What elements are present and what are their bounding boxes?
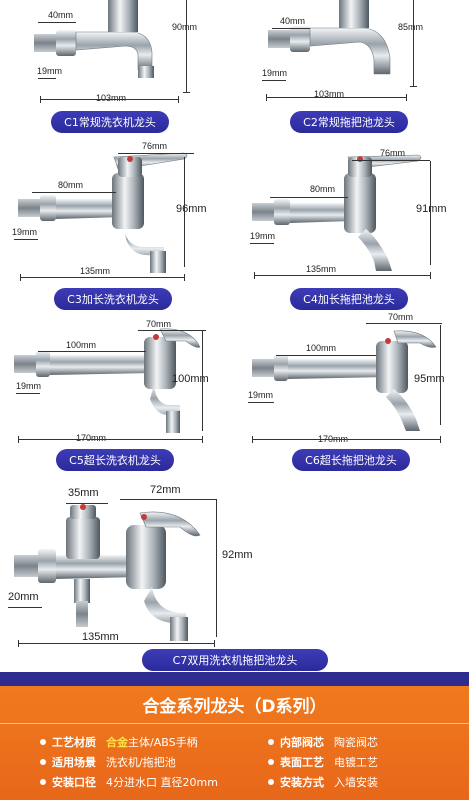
bullet-dot-icon xyxy=(268,759,274,765)
dim-c5-handle: 70mm xyxy=(146,319,172,329)
spec-row-material: 工艺材质合金主体/ABS手柄 xyxy=(40,734,198,750)
dim-c3-handle: 76mm xyxy=(142,141,168,151)
dim-c6-outlet: 19mm xyxy=(248,390,274,400)
faucet-c6-image xyxy=(252,330,437,431)
spec-highlight: 合金 xyxy=(106,736,128,749)
dim-c4-height: 91mm xyxy=(416,203,447,215)
faucet-c4-image xyxy=(252,154,422,271)
spec-panel: 合金系列龙头（D系列） 工艺材质合金主体/ABS手柄 内部阀芯陶瓷阀芯 适用场景… xyxy=(0,686,469,800)
dim-c2-outlet: 19mm xyxy=(262,68,288,78)
spec-key: 工艺材质 xyxy=(52,736,96,749)
product-c1-label: C1常规洗衣机龙头 xyxy=(51,111,169,133)
dim-c6-handle: 70mm xyxy=(388,312,414,322)
dim-c6-height: 95mm xyxy=(414,373,445,385)
dim-c3-height: 96mm xyxy=(176,203,207,215)
dim-c3-length: 135mm xyxy=(80,266,111,276)
spec-value: 电镀工艺 xyxy=(334,756,378,769)
bullet-dot-icon xyxy=(40,739,46,745)
dim-c1-height: 90mm xyxy=(172,22,198,32)
spec-row-finish: 表面工艺电镀工艺 xyxy=(268,754,378,770)
dim-c4-outlet: 19mm xyxy=(250,231,276,241)
dim-c6-body: 100mm xyxy=(306,343,337,353)
dim-c7-height: 92mm xyxy=(222,549,253,561)
faucet-c1-image xyxy=(34,0,154,78)
product-c2-label: C2常规拖把池龙头 xyxy=(290,111,408,133)
product-c7: 35mm 72mm 92mm 20mm 135mm C7双用洗衣机拖把池龙头 xyxy=(0,475,469,672)
faucet-c3-image xyxy=(18,152,188,273)
section-divider xyxy=(0,672,469,686)
dim-c7-length: 135mm xyxy=(82,631,119,643)
product-c2: 40mm 85mm 19mm 103mm C2常规拖把池龙头 xyxy=(234,0,469,135)
dim-c4-handle: 76mm xyxy=(380,148,406,158)
bullet-dot-icon xyxy=(40,779,46,785)
dim-c5-body: 100mm xyxy=(66,340,97,350)
dim-c5-height: 100mm xyxy=(172,373,209,385)
faucet-c7-image xyxy=(14,504,201,641)
spec-value: 陶瓷阀芯 xyxy=(334,736,378,749)
spec-value: 4分进水口 直径20mm xyxy=(106,776,218,789)
dim-c5-outlet: 19mm xyxy=(16,381,42,391)
dim-c2-length: 103mm xyxy=(314,89,345,99)
dim-c4-body: 80mm xyxy=(310,184,336,194)
product-c3: 76mm 80mm 96mm 19mm 135mm C3加长洗衣机龙头 xyxy=(0,135,234,315)
spec-value: 入墙安装 xyxy=(334,776,378,789)
faucet-c2-image xyxy=(268,0,391,75)
spec-key: 适用场景 xyxy=(52,756,96,769)
spec-key: 安装口径 xyxy=(52,776,96,789)
product-c5-label: C5超长洗衣机龙头 xyxy=(56,449,174,471)
product-c6-label: C6超长拖把池龙头 xyxy=(292,449,410,471)
spec-row-valve: 内部阀芯陶瓷阀芯 xyxy=(268,734,378,750)
spec-key: 内部阀芯 xyxy=(280,736,324,749)
spec-value: 洗衣机/拖把池 xyxy=(106,756,176,769)
dim-c7-handle: 72mm xyxy=(150,484,181,496)
product-c4-label: C4加长拖把池龙头 xyxy=(290,288,408,310)
dim-c5-length: 170mm xyxy=(76,433,107,443)
spec-panel-title: 合金系列龙头（D系列） xyxy=(142,697,327,717)
bullet-dot-icon xyxy=(268,739,274,745)
dim-c1-outlet: 19mm xyxy=(37,66,63,76)
product-c7-label: C7双用洗衣机拖把池龙头 xyxy=(142,649,328,671)
dim-c2-width: 40mm xyxy=(280,16,306,26)
product-c4: 76mm 80mm 91mm 19mm 135mm C4加长拖把池龙头 xyxy=(234,135,469,315)
spec-row-install: 安装方式入墙安装 xyxy=(268,774,378,790)
dim-c1-length: 103mm xyxy=(96,93,127,103)
dim-c3-body: 80mm xyxy=(58,180,84,190)
dim-c7-knob: 35mm xyxy=(68,487,99,499)
dim-c1-width: 40mm xyxy=(48,10,74,20)
bullet-dot-icon xyxy=(268,779,274,785)
product-c6: 70mm 100mm 95mm 19mm 170mm C6超长拖把池龙头 xyxy=(234,312,469,475)
spec-value: 主体/ABS手柄 xyxy=(128,736,198,749)
dim-c2-height: 85mm xyxy=(398,22,424,32)
spec-key: 安装方式 xyxy=(280,776,324,789)
product-c1: 40mm 90mm 19mm 103mm C1常规洗衣机龙头 xyxy=(0,0,234,135)
title-rule xyxy=(0,723,469,724)
product-c3-label: C3加长洗衣机龙头 xyxy=(54,288,172,310)
dim-c3-outlet: 19mm xyxy=(12,227,38,237)
product-c5: 70mm 100mm 100mm 19mm 170mm C5超长洗衣机龙头 xyxy=(0,315,234,475)
spec-row-caliber: 安装口径 4分进水口 直径20mm xyxy=(40,774,218,790)
dim-c4-length: 135mm xyxy=(306,264,337,274)
bullet-dot-icon xyxy=(40,759,46,765)
product-catalog: 40mm 90mm 19mm 103mm C1常规洗衣机龙头 40mm 85mm… xyxy=(0,0,469,672)
spec-key: 表面工艺 xyxy=(280,756,324,769)
spec-row-usage: 适用场景洗衣机/拖把池 xyxy=(40,754,176,770)
faucet-c5-image xyxy=(14,328,201,433)
dim-c7-outlet: 20mm xyxy=(8,591,39,603)
